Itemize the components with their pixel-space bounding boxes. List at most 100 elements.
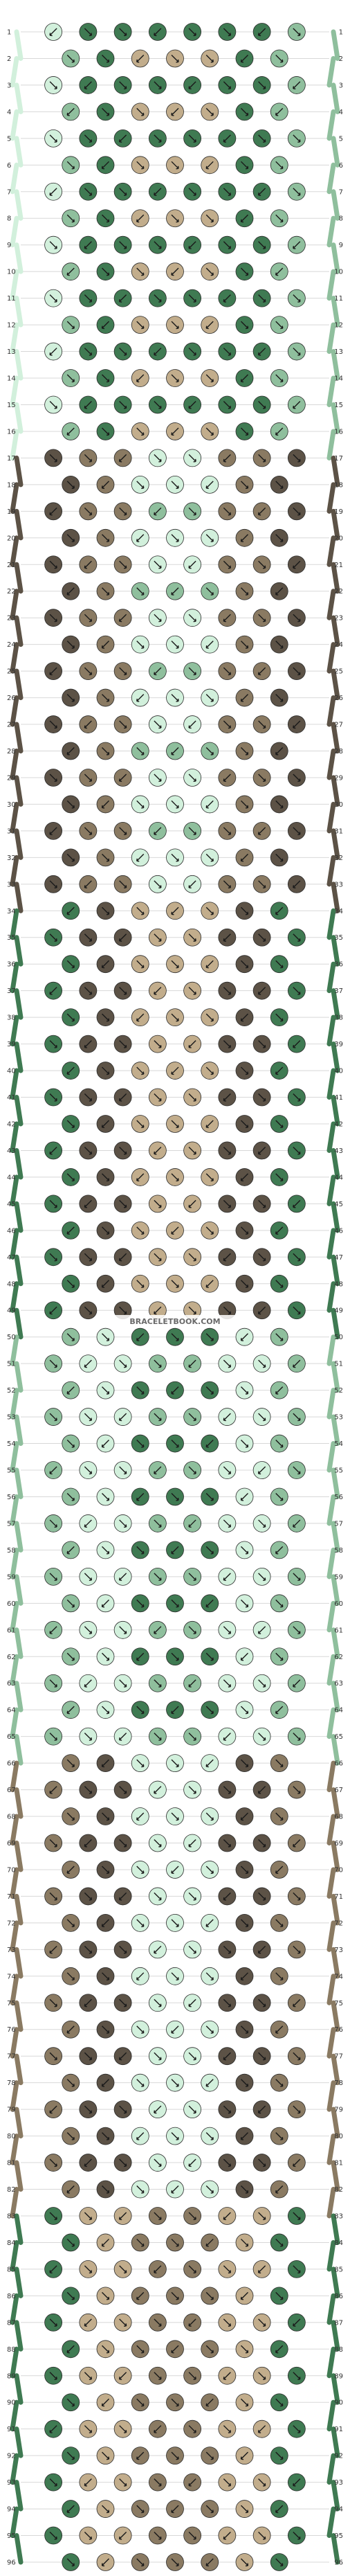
knot-arrow-head	[297, 1098, 301, 1102]
knot-arrow	[241, 1706, 248, 1714]
knot-arrow-head	[257, 2430, 261, 2433]
knot-arrow	[136, 427, 145, 436]
knot-arrow	[188, 1413, 196, 1421]
knot-arrow-head	[71, 2563, 75, 2567]
knot	[270, 1754, 288, 1773]
knot-arrow	[275, 2558, 284, 2566]
knot-arrow-head	[228, 405, 232, 409]
knot-arrow	[119, 667, 127, 675]
knot-arrow-head	[275, 112, 279, 116]
knot	[148, 182, 167, 201]
knot-arrow-head	[263, 1098, 266, 1102]
string-segment	[10, 2453, 19, 2485]
row-number-left: 88	[7, 2346, 16, 2354]
row-number-left: 80	[7, 2133, 16, 2140]
row-number-right: 44	[334, 1174, 343, 1181]
knot-arrow	[136, 2505, 145, 2513]
knot-arrow-head	[297, 1417, 301, 1422]
knot-arrow-head	[124, 2270, 127, 2274]
knot	[166, 1594, 184, 1613]
knot-arrow	[241, 161, 248, 169]
knot-arrow	[171, 1652, 179, 1661]
knot-arrow	[205, 2025, 214, 2034]
knot-arrow	[258, 507, 266, 515]
knot-arrow-head	[171, 432, 174, 436]
knot-arrow-head	[257, 672, 261, 676]
knot-arrow	[258, 1146, 266, 1154]
knot-arrow-head	[228, 1631, 232, 1634]
knot	[113, 2420, 132, 2438]
knot	[252, 1567, 271, 1586]
knot	[252, 502, 271, 521]
knot-arrow-head	[188, 2483, 192, 2487]
row-number-right: 36	[334, 961, 343, 969]
knot	[218, 2207, 237, 2225]
knot-arrow-head	[171, 2030, 174, 2034]
knot-arrow-head	[158, 1737, 162, 1741]
knot-arrow-head	[118, 778, 122, 782]
knot-arrow-head	[136, 539, 140, 542]
knot-arrow	[102, 1652, 109, 1661]
knot	[218, 1940, 237, 1959]
knot-arrow	[66, 1492, 75, 1501]
string-segment	[326, 1974, 336, 2005]
knot-arrow	[275, 534, 284, 542]
knot-arrow	[102, 587, 109, 596]
knot	[235, 475, 254, 494]
knot-arrow	[258, 1626, 266, 1634]
knot	[166, 2500, 184, 2518]
knot	[113, 1727, 132, 1746]
knot-arrow	[223, 507, 231, 515]
knot	[44, 182, 63, 201]
knot-arrow	[154, 2105, 162, 2113]
knot	[166, 902, 184, 920]
string-segment	[10, 642, 19, 674]
knot	[148, 555, 167, 574]
knot-arrow	[258, 880, 266, 888]
knot-arrow	[136, 374, 145, 382]
knot-arrow	[293, 2212, 301, 2220]
knot	[79, 1940, 98, 1959]
knot	[96, 1541, 115, 1559]
knot-arrow-head	[89, 2536, 93, 2540]
knot-arrow-head	[101, 965, 105, 969]
knot-arrow	[171, 1546, 179, 1554]
knot-arrow	[102, 1546, 109, 1554]
knot	[113, 1408, 132, 1426]
knot	[201, 688, 219, 707]
knot-arrow	[84, 1253, 92, 1261]
knot-arrow	[66, 1066, 75, 1075]
knot	[62, 2500, 80, 2518]
row-number-right: 91	[334, 2426, 343, 2433]
knot-arrow	[241, 800, 248, 808]
knot-arrow	[258, 933, 266, 942]
knot	[201, 1274, 219, 1293]
row-number-right: 72	[334, 1920, 343, 1927]
knot-arrow-head	[245, 272, 249, 276]
knot-arrow	[188, 2478, 196, 2487]
string-segment	[14, 189, 24, 221]
knot-arrow-head	[89, 1631, 93, 1634]
knot	[235, 1381, 254, 1399]
knot-arrow-head	[245, 1391, 249, 1395]
knot	[131, 316, 149, 334]
knot-arrow-head	[188, 405, 192, 409]
knot-arrow	[49, 348, 57, 356]
knot-arrow	[258, 1253, 266, 1261]
knot-arrow-head	[245, 2190, 249, 2194]
knot-arrow	[154, 1679, 162, 1688]
knot	[270, 1274, 288, 1293]
string-segment	[326, 1867, 336, 1899]
knot	[235, 1861, 254, 1879]
knot-arrow	[102, 1972, 109, 1980]
knot-arrow	[171, 321, 179, 329]
knot-arrow-head	[240, 2136, 244, 2140]
knot-arrow	[205, 54, 214, 62]
knot-arrow-head	[228, 2430, 232, 2433]
knot-arrow-head	[106, 432, 110, 436]
string-segment	[14, 1681, 24, 1712]
knot-arrow-head	[193, 1631, 196, 1634]
knot-arrow-head	[275, 272, 279, 276]
knot-arrow-head	[141, 2030, 145, 2034]
knot-arrow-head	[171, 1870, 174, 1875]
